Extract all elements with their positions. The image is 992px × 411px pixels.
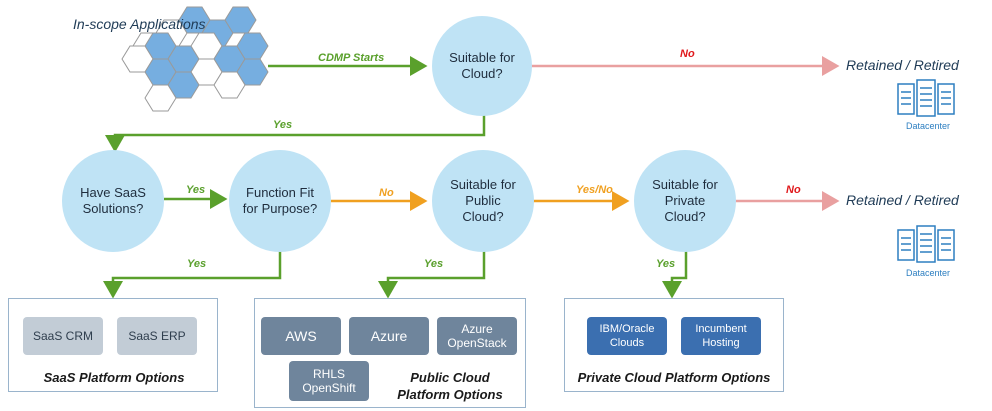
public-cloud-box: AWS Azure Azure OpenStack RHLS OpenShift…: [254, 298, 526, 408]
saas-box-title: SaaS Platform Options: [43, 370, 185, 385]
no-label-top: No: [680, 48, 695, 60]
datacenter-label-bottom: Datacenter: [906, 268, 951, 278]
saas-erp-option: SaaS ERP: [117, 317, 197, 355]
yes-label-public: Yes: [424, 258, 444, 270]
datacenter-icon: [897, 79, 955, 117]
yes-label-private: Yes: [656, 258, 676, 270]
hexagon-cluster-icon: [121, 6, 269, 112]
cdmp-starts-label: CDMP Starts: [318, 52, 385, 64]
yes-no-label: Yes/No: [576, 184, 613, 196]
node-suitable-cloud: Suitable for Cloud?: [432, 16, 532, 116]
no-label-function: No: [379, 187, 394, 199]
private-cloud-box: IBM/Oracle Clouds Incumbent Hosting Priv…: [564, 298, 784, 392]
node-have-saas: Have SaaS Solutions?: [62, 150, 164, 252]
yes-label-saas: Yes: [186, 184, 206, 196]
incumbent-hosting-option: Incumbent Hosting: [681, 317, 761, 355]
saas-crm-option: SaaS CRM: [23, 317, 103, 355]
no-label-private: No: [786, 184, 801, 196]
public-box-title: Public Cloud Platform Options: [397, 370, 503, 402]
private-box-title: Private Cloud Platform Options: [577, 370, 771, 385]
azure-openstack-option: Azure OpenStack: [437, 317, 517, 355]
node-function-fit: Function Fit for Purpose?: [229, 150, 331, 252]
yes-label-main: Yes: [273, 119, 293, 131]
retained-retired-bottom: Retained / Retired: [846, 192, 959, 208]
node-public-cloud: Suitable for Public Cloud?: [432, 150, 534, 252]
datacenter-label-top: Datacenter: [906, 121, 951, 131]
ibm-oracle-option: IBM/Oracle Clouds: [587, 317, 667, 355]
in-scope-label: In-scope Applications: [73, 16, 206, 32]
saas-platform-box: SaaS CRM SaaS ERP SaaS Platform Options: [8, 298, 218, 392]
retained-retired-top: Retained / Retired: [846, 57, 959, 73]
rhls-openshift-option: RHLS OpenShift: [289, 361, 369, 401]
datacenter-icon: [897, 225, 955, 263]
yes-label-function: Yes: [187, 258, 207, 270]
azure-option: Azure: [349, 317, 429, 355]
node-private-cloud: Suitable for Private Cloud?: [634, 150, 736, 252]
aws-option: AWS: [261, 317, 341, 355]
